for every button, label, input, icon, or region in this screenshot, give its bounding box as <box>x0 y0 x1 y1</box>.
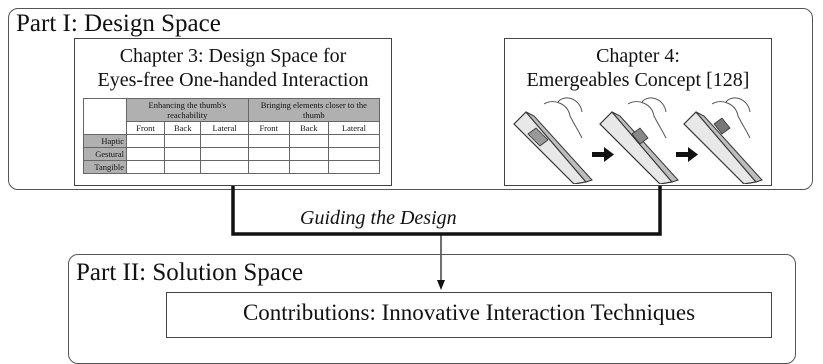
part1-title: Part I: Design Space <box>16 10 221 37</box>
table-corner <box>83 98 127 135</box>
connector-path <box>231 186 662 236</box>
table-group-closer: Bringing elements closer to the thumb <box>247 98 381 122</box>
table-row: Tangible <box>83 160 381 174</box>
emergeables-step1-image <box>513 97 593 184</box>
part2-title: Part II: Solution Space <box>76 259 304 286</box>
emergeables-step3-image <box>683 97 763 184</box>
chapter3-title-line1: Chapter 3: Design Space for <box>119 45 347 67</box>
guiding-design-label: Guiding the Design <box>296 206 461 230</box>
chapter4-title: Chapter 4: Emergeables Concept [128] <box>504 44 772 92</box>
connector-lines <box>231 186 662 290</box>
design-space-table: Enhancing the thumb's reachability Bring… <box>83 98 381 174</box>
chapter3-title: Chapter 3: Design Space for Eyes-free On… <box>74 44 392 92</box>
table-subcol: Front <box>126 121 165 135</box>
emergeables-arrow-1 <box>592 147 614 162</box>
contributions-label: Contributions: Innovative Interaction Te… <box>242 300 696 325</box>
table-subcol: Back <box>163 121 202 135</box>
emergeables-arrow-2 <box>676 147 698 162</box>
chapter4-title-line2: Emergeables Concept [128] <box>526 69 750 91</box>
contributions-box <box>166 292 772 338</box>
table-row-header: Tangible <box>83 160 127 174</box>
table-subcol: Front <box>247 121 290 135</box>
chapter3-title-line2: Eyes-free One-handed Interaction <box>97 69 369 91</box>
emergeables-illustration <box>513 97 763 184</box>
part1-box <box>8 8 813 190</box>
chapter4-title-line1: Chapter 4: <box>596 45 680 67</box>
emergeables-step2-image <box>599 97 679 184</box>
table-subcol: Back <box>288 121 329 135</box>
down-arrow-head <box>437 280 445 290</box>
